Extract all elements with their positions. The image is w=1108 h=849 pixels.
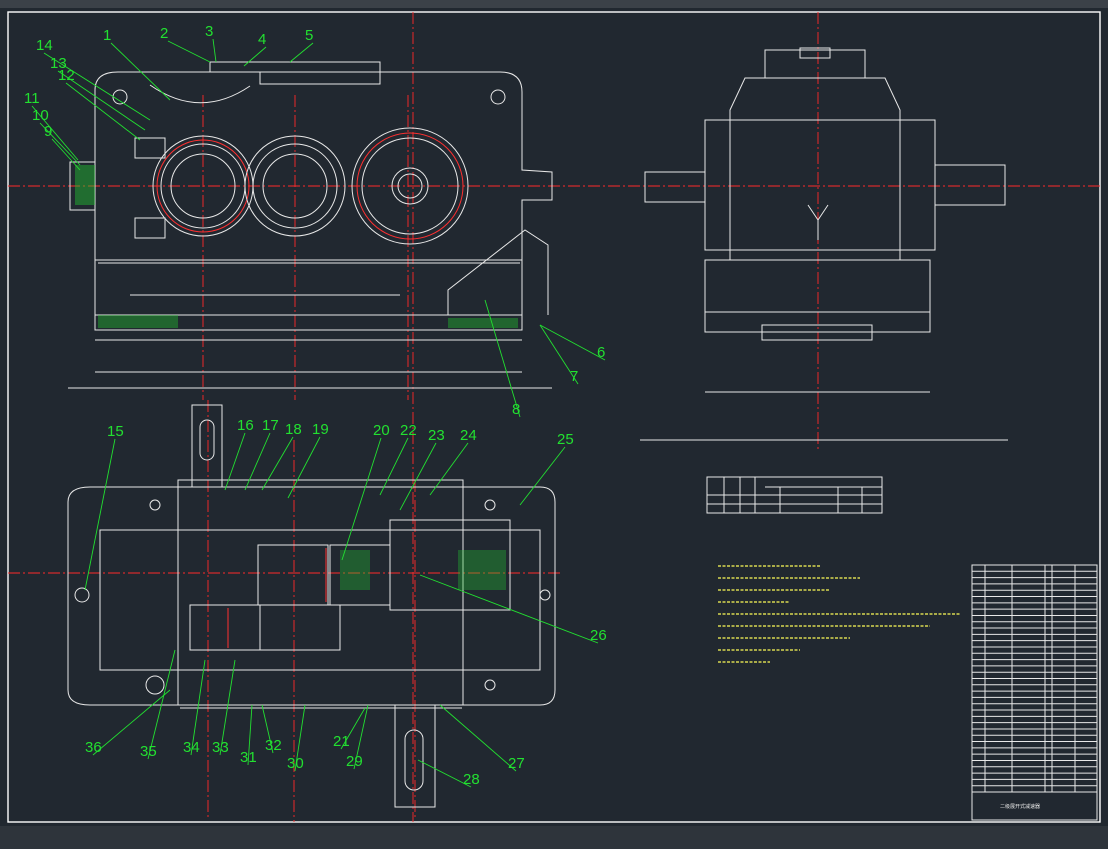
part-label-20: 20 [373,422,390,439]
leader-line-19 [287,436,321,499]
leader-line-1 [110,42,171,101]
leader-line-21 [340,707,366,750]
leader-line-15 [84,438,116,591]
leader-line-35 [147,649,176,760]
leader-line-12 [65,82,141,141]
plan-view [67,404,556,808]
leader-line-7 [539,324,579,385]
leader-line-18 [261,436,294,491]
part-label-8: 8 [512,401,520,418]
part-label-28: 28 [463,771,480,788]
part-label-35: 35 [140,743,157,760]
part-label-4: 4 [258,31,266,48]
leader-line-24 [429,442,469,496]
leader-line-5 [289,42,314,63]
leader-line-30 [294,704,306,772]
leader-line-10 [39,122,81,166]
leader-line-20 [341,437,382,561]
part-label-12: 12 [58,67,75,84]
part-label-23: 23 [428,427,445,444]
leader-line-17 [244,432,271,491]
leader-line-36 [92,689,171,756]
leader-line-16 [224,432,246,491]
part-label-2: 2 [160,25,168,42]
part-label-33: 33 [212,739,229,756]
part-label-9: 9 [44,123,52,140]
leader-line-2 [167,40,211,63]
part-label-17: 17 [262,417,279,434]
leader-lines [31,38,606,788]
part-label-16: 16 [237,417,254,434]
top-toolbar-strip [0,0,1108,8]
side-view [640,47,1008,441]
part-label-5: 5 [305,27,313,44]
part-label-36: 36 [85,739,102,756]
title-block-text: 二级展开式减速器 [1000,803,1040,810]
leader-line-28 [417,759,472,788]
part-label-6: 6 [597,344,605,361]
center-lines [8,12,1100,822]
leader-line-8 [484,299,521,418]
part-label-13: 13 [50,55,67,72]
leader-line-6 [539,324,606,361]
part-label-19: 19 [312,421,329,438]
part-label-21: 21 [333,733,350,750]
leader-line-25 [519,446,566,506]
leader-line-14 [43,52,151,121]
part-label-32: 32 [265,737,282,754]
part-label-14: 14 [36,37,53,54]
leader-line-34 [190,659,206,756]
part-label-27: 27 [508,755,525,772]
part-label-30: 30 [287,755,304,772]
part-label-7: 7 [570,368,578,385]
part-label-31: 31 [240,749,257,766]
part-label-29: 29 [346,753,363,770]
status-bar [0,826,1108,849]
leader-line-27 [439,704,517,772]
leader-line-9 [51,138,81,171]
part-label-18: 18 [285,421,302,438]
part-label-11: 11 [24,90,40,107]
leader-line-33 [219,659,236,756]
part-label-25: 25 [557,431,574,448]
parts-list: 二级展开式减速器 [971,564,1098,821]
leader-line-26 [419,574,599,644]
part-label-1: 1 [103,27,111,44]
part-label-34: 34 [183,739,200,756]
spec-table [706,476,883,514]
leader-line-29 [353,704,369,770]
part-label-26: 26 [590,627,607,644]
leader-line-23 [399,442,437,511]
part-label-10: 10 [32,107,49,124]
leader-line-13 [57,70,146,131]
part-label-24: 24 [460,427,477,444]
leader-line-32 [261,704,274,754]
leader-line-31 [247,704,253,766]
front-view [68,61,553,389]
leader-line-3 [212,38,217,63]
drawing-frame [7,11,1101,823]
leader-line-4 [243,46,267,67]
part-label-22: 22 [400,422,417,439]
leader-line-22 [379,437,409,496]
technical-notes [718,565,960,663]
assembly-drawing: 二级展开式减速器 1234567891011121314151617181920… [7,11,1101,823]
leader-line-11 [31,105,79,161]
part-label-15: 15 [107,423,124,440]
part-label-3: 3 [205,23,213,40]
